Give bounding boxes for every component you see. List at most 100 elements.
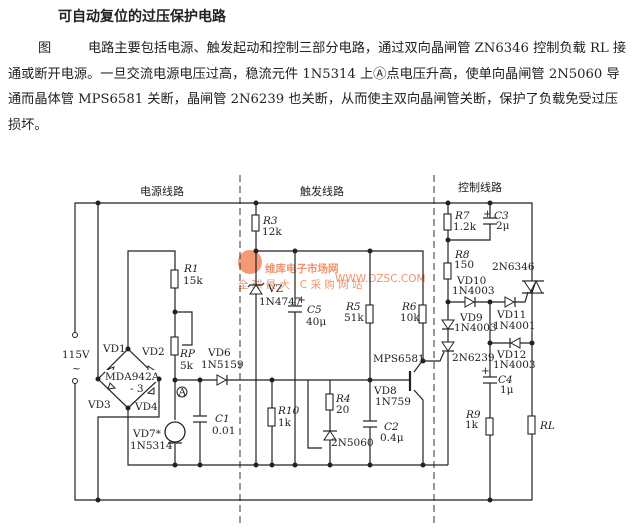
section-power-label: 电源线路 [140,184,184,198]
c1-capacitor [193,415,207,423]
vd8-value: 1N759 [375,396,411,408]
c4-polarity: + [481,365,490,377]
r4-resistor [325,393,334,411]
r9-name: R9 [465,409,481,421]
c2-name: C2 [384,421,399,433]
r5-value: 51k [344,312,364,324]
r7-resistor [443,213,452,231]
r6-name: R6 [401,301,417,313]
triac-value: 2N6346 [492,261,535,273]
vd6-value: 1N5159 [201,359,244,371]
vz-value: 1N4747 [259,296,302,308]
c1-value: 0.01 [212,425,235,437]
vd9-name: VD9 [459,312,483,324]
r8-resistor [443,262,452,280]
vd11-diode [504,296,516,308]
scr2-value: 2N6239 [452,352,495,364]
r3-value: 12k [262,226,282,238]
scr1-value: 2N5060 [331,437,374,449]
c5-polarity: + [297,294,306,306]
c5-capacitor [288,305,302,313]
vd7-current-regulator [164,421,186,443]
r3-resistor [251,214,260,232]
vd6-diode [216,374,228,386]
svg-text:WWW.DZSC.COM: WWW.DZSC.COM [335,273,426,285]
r10-value: 1k [278,417,292,429]
vd3-label: VD3 [87,399,111,411]
triac-2n6346 [522,279,544,295]
rp-potentiometer [170,336,179,356]
description-text: 电路主要包括电源、触发起动和控制三部分电路，通过双向晶闸管 ZN6346 控制负… [8,41,627,133]
vd9-value: 1N4003 [454,322,497,334]
bridge-label: MDA942A [105,371,160,383]
c3-polarity: + [483,208,492,220]
vd7-name: VD7* [132,428,162,440]
vd8-name: VD8 [373,385,397,397]
c3-name: C3 [494,210,509,222]
c5-value: 40μ [306,316,326,328]
vd12-value: 1N4003 [493,359,536,371]
vd10-diode [464,296,476,308]
r7-value: 1.2k [453,221,477,233]
r9-value: 1k [465,419,479,431]
r4-name: R4 [335,393,351,405]
c5-name: C5 [307,304,322,316]
vd11-value: 1N4001 [493,320,536,332]
r9-resistor [485,417,494,436]
page-title: 可自动复位的过压保护电路 [58,9,226,25]
c4-name: C4 [498,374,513,386]
r5-name: R5 [345,301,361,313]
vz-zener-diode [249,284,263,295]
c2-value: 0.4μ [380,432,404,444]
c2-capacitor [363,420,377,428]
c3-value: 2μ [496,220,510,232]
scr-2n6239 [441,341,455,352]
vd10-value: 1N4003 [452,285,495,297]
r8-value: 150 [454,259,474,271]
vz-name: VZ [267,283,283,295]
c3-capacitor [483,217,497,225]
vd11-name: VD11 [496,309,526,321]
vd7-value: 1N5314 [130,440,173,452]
r10-resistor [267,407,276,427]
rp-value: 5k [180,360,194,372]
section-control-label: 控制线路 [458,180,502,194]
r1-name: R1 [183,263,199,275]
ac-terminal-top [72,332,78,338]
source-ac-symbol: ~ [72,363,81,375]
vd4-label: VD4 [134,401,158,413]
r8-name: R8 [454,249,470,261]
r1-resistor [170,269,179,289]
vd9-diode [441,319,455,330]
section-trigger-label: 触发线路 [300,184,344,198]
vd1-label: VD1 [102,343,126,355]
figure-label: 图 [38,41,52,56]
source-voltage: 115V [62,349,90,361]
scr-2n5060 [323,430,337,441]
description-paragraph: 图电路主要包括电源、触发起动和控制三部分电路，通过双向晶闸管 ZN6346 控制… [8,36,628,138]
c4-value: 1μ [500,384,514,396]
bridge-suffix: - 3 [130,383,144,395]
r4-value: 20 [336,404,349,416]
watermark-logo: 维库电子市场网 WWW.DZSC.COM 全 球 最 大 I C 采 购 网 站 [238,250,426,291]
r7-name: R7 [454,210,470,222]
ac-terminal-bottom [72,378,78,384]
vd10-name: VD10 [456,275,486,287]
r6-resistor [418,304,427,324]
r5-resistor [365,304,374,324]
wires [74,202,533,501]
r10-name: R10 [277,405,300,417]
node-a-marker [176,386,188,398]
vd6-name: VD6 [207,347,231,359]
rp-name: RP [179,348,196,360]
junctions [95,200,535,503]
r3-name: R3 [262,215,278,227]
r6-value: 10k [400,312,420,324]
vd12-diode [509,337,521,349]
rl-name: RL [539,420,555,432]
svg-text:维库电子市场网: 维库电子市场网 [265,262,339,275]
rl-load-resistor [527,415,536,435]
r1-value: 15k [183,275,203,287]
q1-value: MPS6581 [373,353,425,365]
